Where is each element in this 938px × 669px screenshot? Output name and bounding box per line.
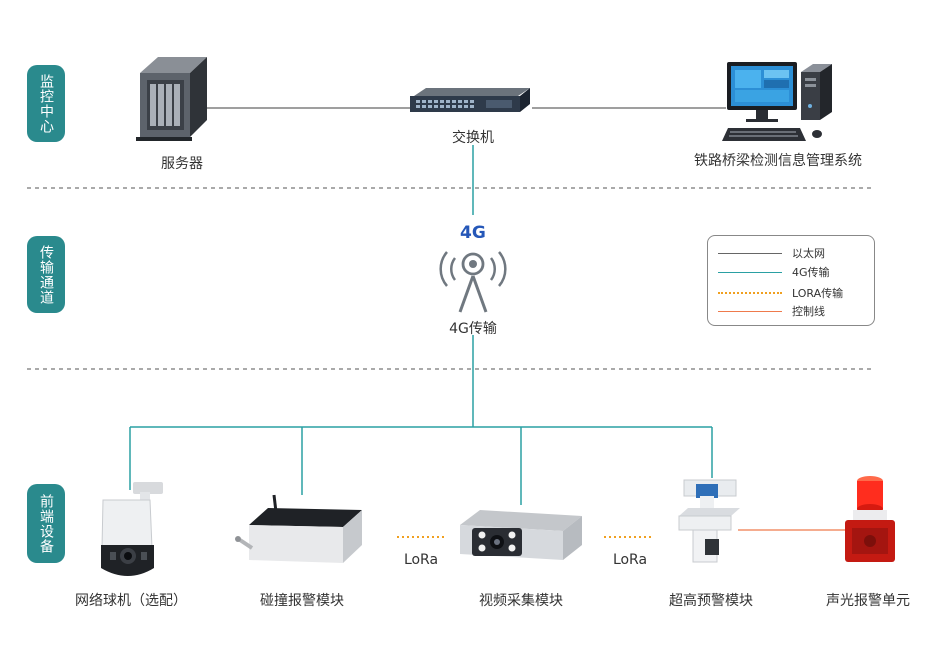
lora-label-left: LoRa — [403, 552, 439, 568]
legend-label-4g: 4G传输 — [792, 266, 830, 279]
alarm-unit-label: 声光报警单元 — [826, 593, 910, 609]
legend-swatch-4g — [718, 271, 782, 273]
collision-module-icon — [235, 494, 362, 563]
alarm-unit-icon — [845, 476, 895, 562]
collision-module-label: 碰撞报警模块 — [260, 593, 344, 609]
tower-label: 4G传输 — [449, 321, 497, 337]
video-module-icon — [460, 510, 582, 560]
legend-swatch-lora — [718, 292, 782, 294]
legend-item-control: 控制线 — [718, 302, 825, 320]
tower-icon — [439, 251, 507, 313]
computer-icon — [722, 62, 832, 141]
legend-item-4g: 4G传输 — [718, 263, 830, 281]
legend-label-control: 控制线 — [792, 305, 825, 318]
server-label: 服务器 — [161, 156, 203, 172]
lora-label-right: LoRa — [612, 552, 648, 568]
dome-camera-icon — [101, 482, 163, 576]
legend-swatch-ethernet — [718, 252, 782, 254]
legend-item-ethernet: 以太网 — [718, 244, 825, 262]
server-icon — [136, 57, 207, 141]
section-frontend: 前端设备 — [27, 484, 65, 563]
tower-badge: 4G — [460, 223, 486, 243]
legend-label-ethernet: 以太网 — [792, 247, 825, 260]
section-transmission: 传输通道 — [27, 236, 65, 313]
legend-item-lora: LORA传输 — [718, 284, 843, 302]
section-monitor-center: 监控中心 — [27, 65, 65, 142]
dome-camera-label: 网络球机（选配） — [75, 593, 187, 609]
legend-swatch-control — [718, 310, 782, 312]
video-module-label: 视频采集模块 — [479, 593, 563, 609]
height-module-label: 超高预警模块 — [669, 593, 753, 609]
switch-label: 交换机 — [452, 130, 494, 146]
switch-icon — [410, 88, 530, 112]
height-module-icon — [678, 479, 740, 563]
legend-label-lora: LORA传输 — [792, 287, 844, 300]
system-label: 铁路桥梁检测信息管理系统 — [694, 153, 862, 169]
legend: 以太网 4G传输 LORA传输 控制线 — [707, 235, 875, 326]
